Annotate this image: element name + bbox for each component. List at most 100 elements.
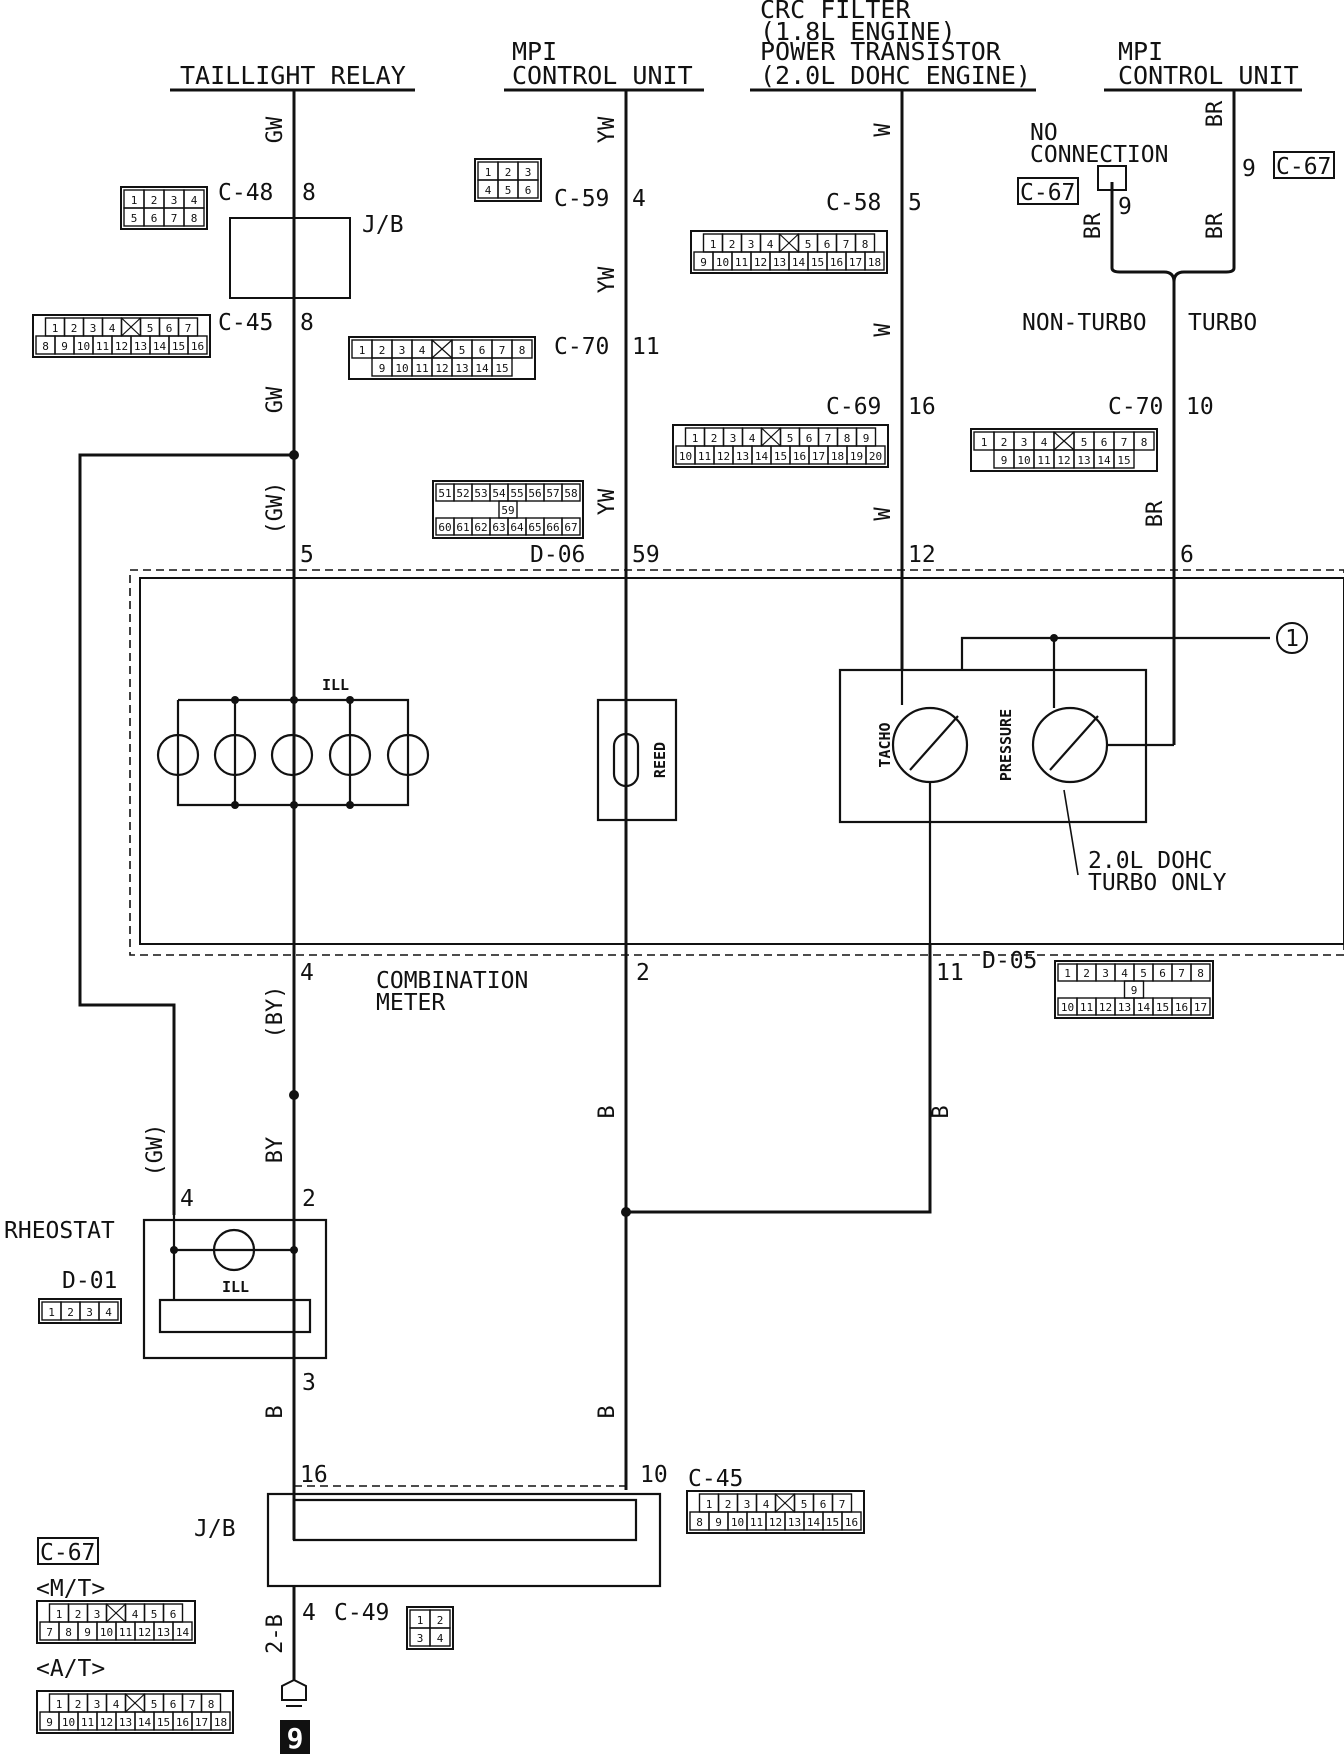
connector-pin-number: 7	[843, 238, 850, 251]
connector-pin-number: 20	[869, 450, 882, 463]
connector-pin-number: 60	[438, 521, 451, 534]
connector-pin-number: 15	[1156, 1001, 1169, 1014]
svg-text:W: W	[871, 123, 896, 137]
connector-outline	[970, 428, 1158, 472]
splice-dot	[621, 1207, 631, 1217]
connector-pin-number: 12	[435, 362, 448, 375]
connector-pin-number: 8	[1197, 967, 1204, 980]
connector-pin-number: 12	[1057, 454, 1070, 467]
connector-label-c70-b: C-70	[1108, 394, 1163, 420]
no-connection-terminal	[1097, 165, 1127, 191]
svg-text:ILL: ILL	[222, 1278, 249, 1296]
connector-pin-number: 4	[437, 1632, 444, 1645]
connector-pin-number: 14	[475, 362, 489, 375]
connector-pin-number: 1	[359, 344, 366, 357]
connector-pin-number: 63	[492, 521, 505, 534]
svg-text:CRC FILTER: CRC FILTER	[760, 0, 911, 24]
connector-pin-number: 7	[1121, 436, 1128, 449]
connector-pin-number: 2	[1001, 436, 1008, 449]
connector-pin-number: 9	[1131, 984, 1138, 997]
svg-text:6: 6	[1180, 542, 1194, 568]
connector-label-c59: C-59	[554, 186, 609, 212]
pressure-gauge	[1031, 706, 1109, 784]
connector-pin-number: 5	[151, 1608, 158, 1621]
connector-cell	[1190, 963, 1211, 982]
connector-pin-number: 13	[134, 340, 147, 353]
connector-pin-number: 53	[474, 487, 487, 500]
svg-text:GW: GW	[263, 386, 288, 413]
svg-text:2-B: 2-B	[263, 1614, 288, 1654]
connector-cell	[210, 1711, 231, 1731]
no-connection-label: NO	[1030, 120, 1058, 146]
svg-text:(1.8L ENGINE): (1.8L ENGINE)	[760, 17, 956, 46]
connector-pin-number: 7	[46, 1626, 53, 1639]
svg-text:10: 10	[640, 1462, 668, 1488]
connector-tag-c67-b: C-67	[1273, 151, 1335, 180]
junction-block-top-label: J/B	[362, 212, 404, 238]
connector-pin-number: 12	[717, 450, 730, 463]
svg-text:4: 4	[302, 1600, 316, 1626]
connector-pin-number: 10	[62, 1716, 75, 1729]
connector-outline	[474, 158, 542, 202]
connector-pin-number: 1	[56, 1608, 63, 1621]
connector-pin-number: 3	[94, 1608, 101, 1621]
connector-pin-number: 4	[191, 194, 198, 207]
connector-pin-number: 55	[510, 487, 523, 500]
svg-text:MPI: MPI	[512, 37, 557, 66]
connector-pin-number: 56	[528, 487, 541, 500]
header-taillight-relay: TAILLIGHT RELAY	[170, 61, 415, 92]
connector-pin-number: 12	[100, 1716, 113, 1729]
connector-pin-number: 15	[495, 362, 508, 375]
connector-pin-number: 66	[546, 521, 559, 534]
connector-cell	[172, 1621, 193, 1641]
connector-pin-number: 4	[763, 1498, 770, 1511]
connector-pin-number: 5	[1140, 967, 1147, 980]
connector-pin-number: 10	[679, 450, 692, 463]
connector-pin-number: 1	[131, 194, 138, 207]
wire-b-tacho-return	[626, 945, 932, 1214]
connector-pin-number: 6	[820, 1498, 827, 1511]
connector-pin-number: 16	[793, 450, 806, 463]
connector-pin-number: 8	[844, 432, 851, 445]
connector-outline	[672, 424, 889, 468]
connector-pin-number: 3	[90, 322, 97, 335]
connector-pin-number: 3	[744, 1498, 751, 1511]
svg-text:MPI: MPI	[1118, 37, 1163, 66]
junction-block-top	[229, 217, 351, 299]
connector-label-c69: C-69	[826, 394, 881, 420]
header-crc-filter-power-transistor: CRC FILTER (1.8L ENGINE) POWER TRANSISTO…	[750, 0, 1036, 92]
connector-pin-number: 8	[191, 212, 198, 225]
connector-pin-number: 13	[1077, 454, 1090, 467]
svg-text:BR: BR	[1143, 500, 1168, 527]
connector-pin-number: 2	[1083, 967, 1090, 980]
connector-pin-number: 61	[456, 521, 469, 534]
combination-meter-label-2: METER	[376, 990, 445, 1016]
svg-text:16: 16	[300, 1462, 328, 1488]
svg-text:B: B	[263, 1405, 288, 1418]
connector-outline	[120, 186, 208, 230]
connector-pin-number: 5	[151, 1698, 158, 1711]
connector-pin-number: 16	[191, 340, 204, 353]
connector-outline	[36, 1600, 196, 1644]
svg-text:BR: BR	[1203, 212, 1228, 239]
connector-cell	[865, 445, 886, 465]
svg-text:11: 11	[632, 334, 660, 360]
connector-pin-number: 2	[505, 166, 512, 179]
connector-pin-number: 14	[1137, 1001, 1151, 1014]
connector-pin-number: 11	[96, 340, 109, 353]
connector-pin-number: 1	[981, 436, 988, 449]
connector-pin-number: 3	[417, 1632, 424, 1645]
connector-pin-number: 9	[700, 256, 707, 269]
svg-text:YW: YW	[595, 116, 620, 143]
connector-outline	[36, 1690, 234, 1734]
junction-block-bottom-label: J/B	[194, 1516, 236, 1542]
svg-text:YW: YW	[595, 488, 620, 515]
connector-pin-number: 9	[863, 432, 870, 445]
connector-pin-number: 58	[564, 487, 577, 500]
connector-pin-number: 3	[525, 166, 532, 179]
connector-pin-number: 3	[86, 1306, 93, 1319]
connector-pin-number: 6	[824, 238, 831, 251]
connector-pin-number: 3	[94, 1698, 101, 1711]
